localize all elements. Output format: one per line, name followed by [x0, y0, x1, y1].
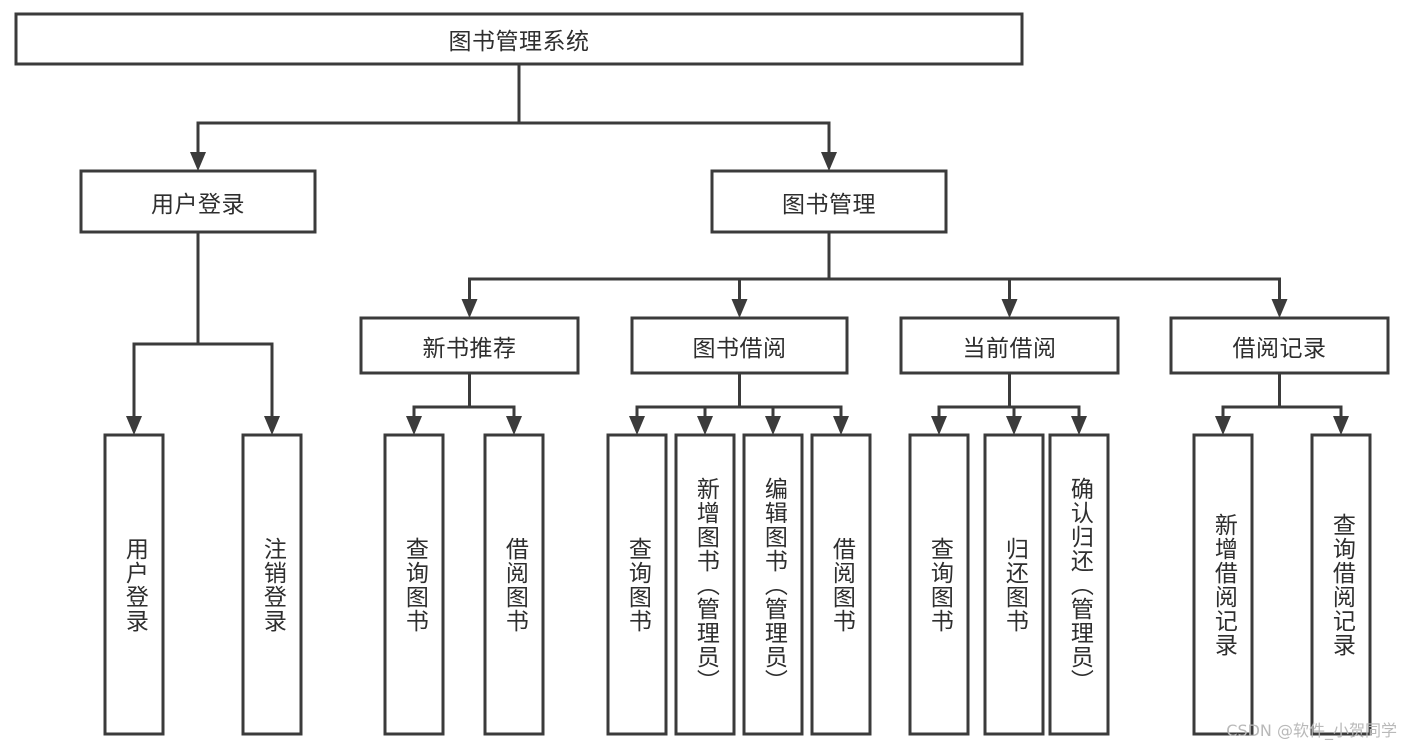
arrow-head-leaf-add-record [1215, 416, 1231, 435]
node-box-leaf-borrow-book-rec[interactable] [483, 433, 545, 736]
arrow-head-borrow-record [1271, 299, 1288, 318]
arrow-head-leaf-borrow-book-rec [506, 416, 522, 435]
node-box-layer [14, 12, 1390, 736]
arrow-head-leaf-add-book [697, 416, 713, 435]
arrow-head-leaf-return-book [1006, 416, 1022, 435]
arrow-head-leaf-query-record [1333, 416, 1349, 435]
arrow-head-leaf-query-book-borrow [629, 416, 645, 435]
node-box-leaf-add-book[interactable] [674, 433, 736, 736]
arrow-head-leaf-query-book-rec [406, 416, 422, 435]
node-box-book-manage[interactable] [710, 169, 948, 234]
node-box-borrow-record[interactable] [1169, 316, 1390, 375]
node-box-user-login[interactable] [79, 169, 317, 234]
node-box-leaf-user-logout[interactable] [241, 433, 303, 736]
node-box-leaf-add-record[interactable] [1192, 433, 1254, 736]
node-box-new-book-recommend[interactable] [359, 316, 580, 375]
node-box-book-borrow[interactable] [630, 316, 849, 375]
node-box-leaf-query-book-borrow[interactable] [606, 433, 668, 736]
arrow-head-leaf-confirm-return [1071, 416, 1087, 435]
arrow-head-user-login [190, 152, 206, 171]
arrow-head-book-borrow [731, 299, 748, 318]
node-box-leaf-user-login[interactable] [103, 433, 165, 736]
node-box-leaf-query-record[interactable] [1310, 433, 1372, 736]
node-box-leaf-query-book-cur[interactable] [908, 433, 970, 736]
node-box-root[interactable] [14, 12, 1024, 66]
node-box-leaf-query-book-rec[interactable] [383, 433, 445, 736]
connector-layer [126, 62, 1349, 435]
arrow-head-leaf-borrow-book [833, 416, 849, 435]
node-box-leaf-borrow-book[interactable] [810, 433, 872, 736]
arrow-head-leaf-user-login [126, 416, 142, 435]
arrow-head-leaf-query-book-cur [931, 416, 947, 435]
arrow-head-leaf-edit-book [765, 416, 781, 435]
node-box-leaf-confirm-return[interactable] [1048, 433, 1110, 736]
arrow-head-current-borrow [1001, 299, 1018, 318]
arrow-head-new-book-recommend [461, 299, 478, 318]
node-box-leaf-return-book[interactable] [983, 433, 1045, 736]
node-box-current-borrow[interactable] [899, 316, 1120, 375]
node-box-leaf-edit-book[interactable] [742, 433, 804, 736]
arrow-head-leaf-user-logout [264, 416, 280, 435]
arrow-head-book-manage [821, 152, 837, 171]
